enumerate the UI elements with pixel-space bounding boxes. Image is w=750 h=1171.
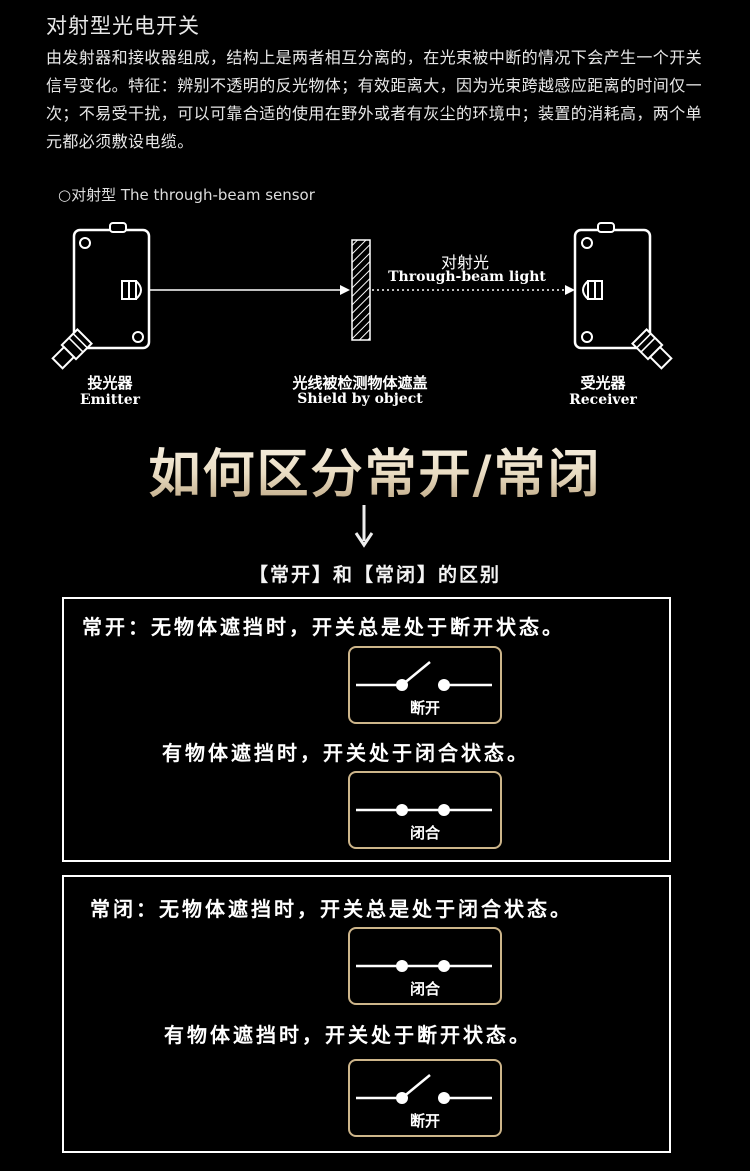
- switch-open-icon: [356, 661, 492, 691]
- receiver-label-en: Receiver: [569, 392, 637, 408]
- nc-statement-1: 常闭：无物体遮挡时，开关总是处于闭合状态。: [90, 897, 573, 921]
- no-statement-1: 常开：无物体遮挡时，开关总是处于断开状态。: [82, 615, 565, 639]
- shield-object: [351, 239, 371, 341]
- nc-statement-2: 有物体遮挡时，开关处于断开状态。: [164, 1023, 532, 1047]
- switch-open-label: 断开: [409, 1112, 440, 1130]
- switch-open-icon: [356, 1074, 492, 1104]
- emitter-label-en: Emitter: [79, 392, 141, 408]
- page-title: 对射型光电开关: [46, 14, 200, 38]
- emitter-label-cn: 投光器: [87, 374, 133, 392]
- switch-open-diagram: 断开: [348, 646, 502, 724]
- section-heading: 如何区分常开/常闭: [0, 432, 750, 507]
- intro-paragraph: 由发射器和接收器组成，结构上是两者相互分离的，在光束被中断的情况下会产生一个开关…: [46, 48, 703, 151]
- shield-label-cn: 光线被检测物体遮盖: [292, 374, 428, 392]
- arrow-down-icon: [354, 505, 374, 548]
- no-statement-2: 有物体遮挡时，开关处于闭合状态。: [162, 741, 530, 765]
- switch-closed-diagram: 闭合: [348, 927, 502, 1005]
- receiver-icon: [573, 222, 673, 370]
- comparison-subheading: 【常开】和【常闭】的区别: [248, 564, 501, 586]
- through-beam-diagram: [51, 222, 673, 370]
- shield-label-en: Shield by object: [297, 391, 423, 407]
- normally-closed-panel: 常闭：无物体遮挡时，开关总是处于闭合状态。 闭合 有物体遮挡时，开关处于断开状态…: [62, 875, 671, 1153]
- switch-closed-icon: [356, 804, 492, 816]
- switch-open-label: 断开: [409, 699, 440, 717]
- emitter-icon: [51, 222, 151, 370]
- receiver-label-cn: 受光器: [580, 374, 626, 392]
- switch-closed-label: 闭合: [409, 824, 440, 842]
- sensor-type-label: ○对射型 The through-beam sensor: [58, 186, 315, 204]
- beam-label-cn: 对射光: [440, 253, 489, 272]
- switch-closed-label: 闭合: [409, 980, 440, 998]
- switch-closed-icon: [356, 960, 492, 972]
- beam-label-en: Through-beam light: [388, 269, 546, 285]
- switch-open-diagram: 断开: [348, 1059, 502, 1137]
- switch-closed-diagram: 闭合: [348, 771, 502, 849]
- normally-open-panel: 常开：无物体遮挡时，开关总是处于断开状态。 断开 有物体遮挡时，开关处于闭合状态…: [62, 597, 671, 862]
